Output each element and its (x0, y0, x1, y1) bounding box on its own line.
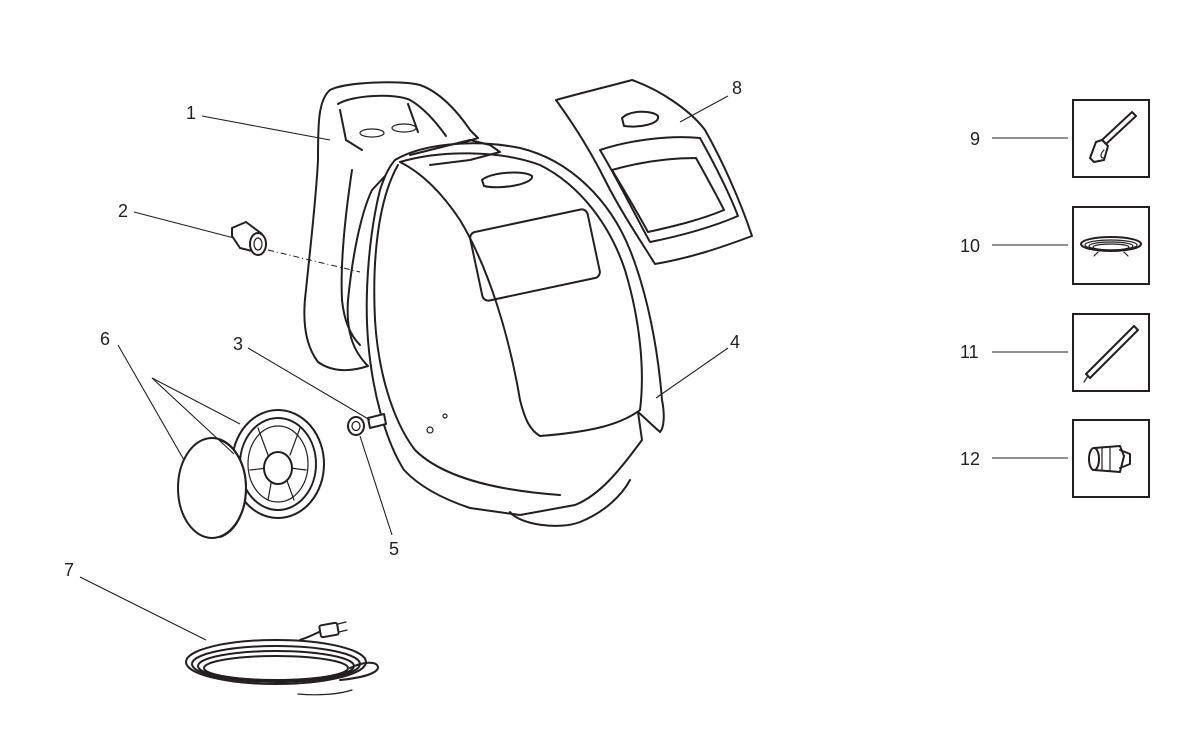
accessory-box-12[interactable] (1072, 419, 1150, 498)
axle-icon[interactable] (367, 413, 387, 429)
callout-11: 11 (960, 342, 979, 362)
leader-6a (117, 344, 185, 461)
accessory-box-11[interactable] (1072, 313, 1150, 392)
leader-8 (679, 95, 729, 123)
wheel-icon[interactable] (177, 409, 325, 539)
power-cord-icon[interactable] (185, 621, 379, 696)
callout-5: 5 (389, 539, 399, 559)
callout-12: 12 (960, 449, 980, 469)
hose-connector-icon[interactable] (231, 221, 361, 273)
callout-9: 9 (970, 129, 980, 149)
handle-frame-icon[interactable] (303, 81, 479, 372)
spray-wand-icon (1083, 325, 1139, 383)
callout-2: 2 (118, 201, 128, 221)
callout-10: 10 (960, 236, 980, 256)
leader-6b (151, 377, 241, 425)
top-cover-panel-icon[interactable] (555, 79, 753, 265)
leader-5 (359, 435, 393, 536)
accessory-box-10[interactable] (1072, 206, 1150, 285)
spray-gun-icon (1089, 111, 1137, 163)
callout-1: 1 (186, 103, 196, 123)
leader-3 (247, 347, 371, 421)
coiled-hose-icon (1080, 236, 1142, 257)
leader-2 (133, 211, 235, 239)
washer-icon[interactable] (347, 416, 365, 436)
callout-numbers: 1 2 3 4 5 6 7 8 9 10 11 12 (64, 78, 980, 580)
callout-3: 3 (233, 334, 243, 354)
housing-cover-icon[interactable] (365, 139, 665, 527)
nozzle-icon (1088, 445, 1131, 473)
leader-7 (79, 576, 207, 641)
leader-4 (655, 347, 729, 399)
callout-6: 6 (100, 329, 110, 349)
leader-lines (79, 95, 1068, 641)
leader-6c (151, 377, 235, 455)
accessory-box-9[interactable] (1072, 99, 1150, 178)
leader-1 (201, 115, 331, 141)
callout-7: 7 (64, 560, 74, 580)
callout-8: 8 (732, 78, 742, 98)
callout-4: 4 (730, 332, 740, 352)
